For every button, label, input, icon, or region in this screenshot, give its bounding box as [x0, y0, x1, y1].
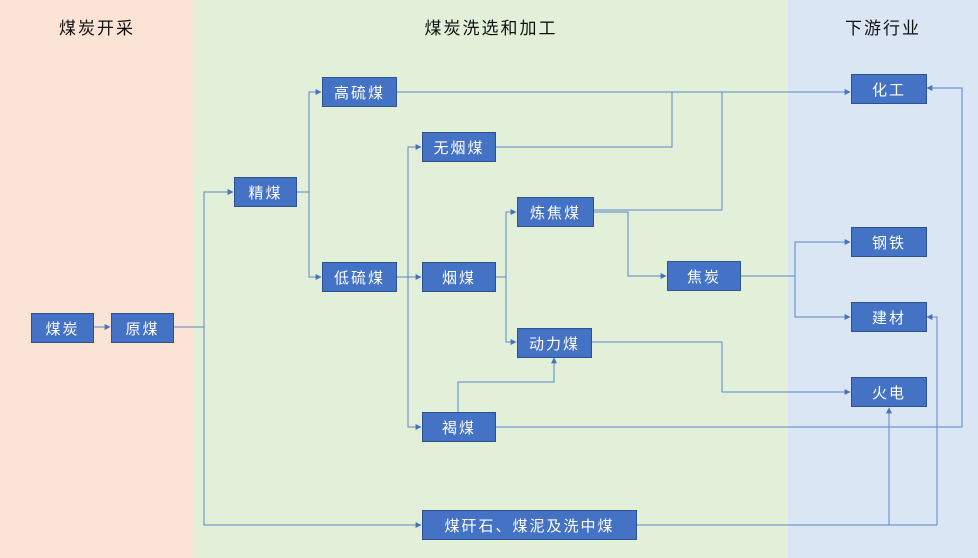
edge-coke-building — [794, 276, 851, 320]
zone-title-downstream: 下游行业 — [845, 19, 921, 39]
node-thermal-power: 火电 — [851, 377, 927, 407]
edge-anthracite-chemical — [496, 92, 673, 148]
node-byproducts: 煤矸石、煤泥及洗中煤 — [422, 510, 637, 540]
node-raw-coal: 原煤 — [111, 313, 174, 343]
edge-low-anthracite — [407, 144, 422, 277]
node-coking-coal: 炼焦煤 — [517, 197, 594, 227]
edge-bit-thermal — [505, 277, 517, 345]
edge-coking-chemical — [594, 92, 723, 211]
node-lignite: 褐煤 — [422, 412, 496, 442]
edge-coke-steel — [794, 239, 851, 276]
node-coke: 焦炭 — [667, 261, 741, 291]
zone-downstream: 下游行业 — [788, 0, 978, 558]
zone-mining: 煤炭开采 — [0, 0, 194, 558]
edge-byproducts-building — [926, 314, 938, 525]
edge-clean-high — [308, 89, 322, 192]
node-anthracite: 无烟煤 — [422, 132, 496, 162]
edge-raw-clean — [203, 189, 234, 327]
node-thermal-coal: 动力煤 — [517, 328, 592, 358]
edge-raw-byproducts — [203, 327, 422, 528]
edge-coking-coke — [594, 211, 667, 279]
edge-clean-low — [308, 192, 322, 280]
edge-thermal-power — [592, 341, 851, 395]
node-high-sulfur-coal: 高硫煤 — [322, 77, 397, 107]
edge-low-lignite — [407, 277, 422, 430]
node-chemical: 化工 — [851, 74, 927, 104]
node-bituminous: 烟煤 — [422, 262, 496, 292]
node-low-sulfur-coal: 低硫煤 — [322, 262, 397, 292]
edge-lignite-chemical — [496, 85, 963, 428]
node-steel: 钢铁 — [851, 227, 927, 257]
zone-title-processing: 煤炭洗选和加工 — [424, 19, 558, 39]
node-clean-coal: 精煤 — [234, 177, 297, 207]
edge-lignite-thermal — [457, 357, 557, 412]
edge-bit-coking — [505, 209, 517, 277]
zone-title-mining: 煤炭开采 — [59, 19, 135, 39]
node-coal: 煤炭 — [31, 313, 94, 343]
node-building-materials: 建材 — [851, 302, 927, 332]
